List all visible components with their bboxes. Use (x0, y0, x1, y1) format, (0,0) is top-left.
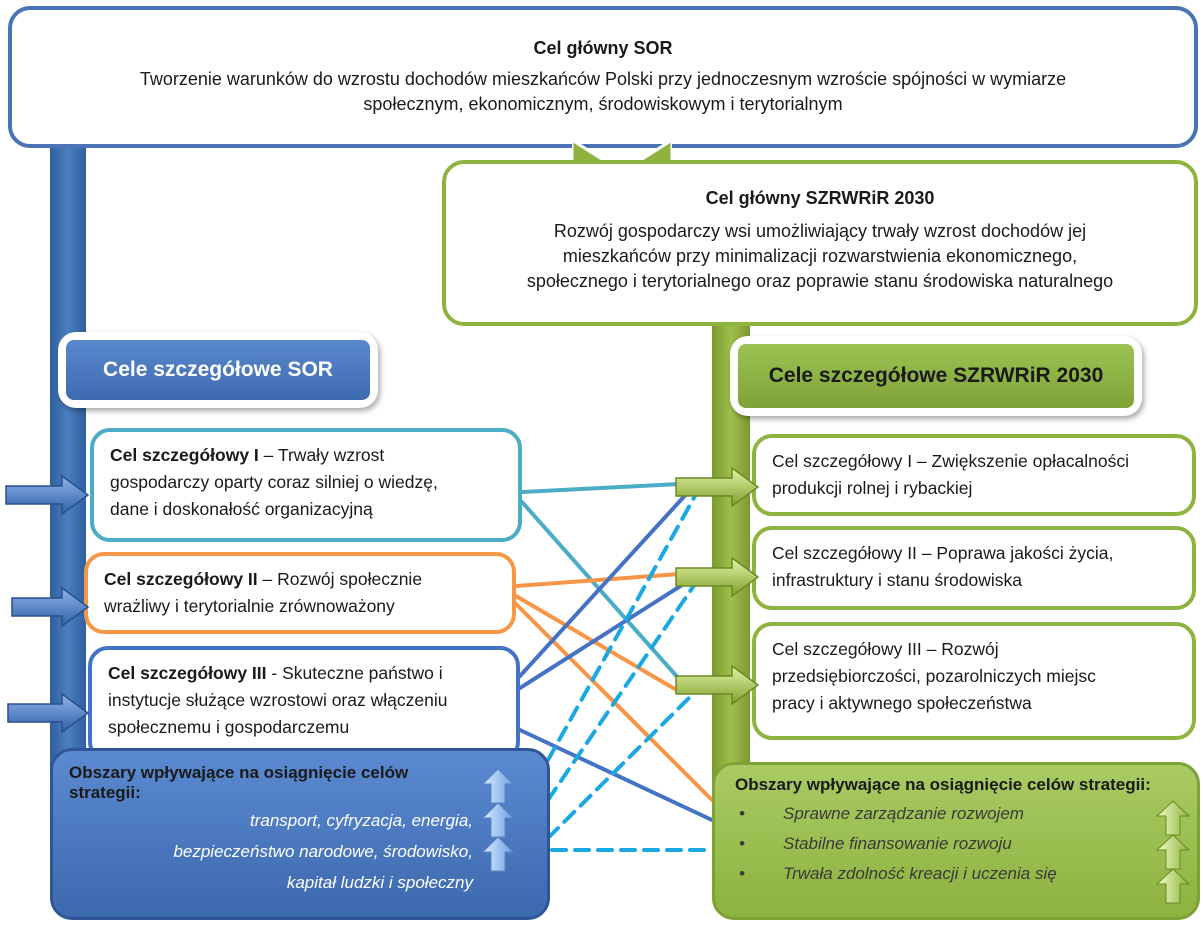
link-sor3-szr1 (518, 488, 692, 678)
szrwrir-areas-item-2-text: Stabilne finansowanie rozwoju (783, 834, 1012, 853)
szrwrir-areas-colon: : (1145, 775, 1151, 794)
szrwrir-goal-1: Cel szczegółowy I – Zwiększenie opłacaln… (752, 434, 1196, 516)
sor-goal-2: Cel szczegółowy II – Rozwój społecznie w… (84, 552, 516, 634)
sor-areas-line3: kapitał ludzki i społeczny (286, 873, 473, 892)
sor-goal-3-text2: instytucje służące wzrostowi oraz włącze… (108, 690, 448, 710)
blue-arrow-right-icon (7, 692, 90, 734)
szrwrir-areas-item-3: • Trwała zdolność kreacji i uczenia się (735, 859, 1185, 889)
sor-goal-2-text1: Rozwój społecznie (277, 569, 423, 589)
sor-goal-3-sep: - (266, 663, 283, 683)
szrwrir-areas-item-1: • Sprawne zarządzanie rozwojem (735, 799, 1185, 829)
blue-arrow-up-icon (482, 802, 514, 838)
sor-goal-1: Cel szczegółowy I – Trwały wzrost gospod… (90, 428, 522, 542)
szrwrir-specific-header: Cele szczegółowe SZRWRiR 2030 (730, 336, 1142, 416)
green-arrow-right-icon (675, 664, 760, 706)
main-goal-szrwrir-line1: Rozwój gospodarczy wsi umożliwiający trw… (553, 221, 1087, 241)
blue-arrow-up-icon (482, 768, 514, 804)
sor-areas-title: Obszary wpływające na osiągnięcie celów … (69, 763, 409, 802)
sor-goal-1-text1: Trwały wzrost (277, 445, 385, 465)
green-arrow-up-icon (1156, 834, 1190, 870)
szrwrir-areas-title-row: Obszary wpływające na osiągnięcie celów … (735, 775, 1185, 795)
dashed-link-areas-szr3 (546, 690, 697, 840)
blue-arrow-up-icon (482, 836, 514, 872)
green-arrow-up-icon (1156, 800, 1190, 836)
szrwrir-goal-1-line2: produkcji rolnej i rybackiej (772, 478, 973, 498)
sor-goal-3-text3: społecznemu i gospodarczemu (108, 717, 350, 737)
sor-areas-colon: : (135, 783, 141, 802)
szrwrir-goal-2-line1: Cel szczegółowy II – Poprawa jakości życ… (772, 543, 1114, 563)
green-arrow-right-icon (675, 556, 760, 598)
sor-specific-header: Cele szczegółowe SOR (58, 332, 378, 408)
sor-specific-header-label: Cele szczegółowe SOR (66, 340, 370, 400)
sor-goal-2-sep: – (257, 569, 278, 589)
main-goal-sor-line2: społecznym, ekonomicznym, środowiskowym … (363, 94, 843, 114)
blue-arrow-right-icon (5, 474, 90, 516)
szrwrir-goal-3-line1: Cel szczegółowy III – Rozwój (772, 639, 999, 659)
sor-goal-1-label: Cel szczegółowy I (110, 445, 259, 465)
sor-areas-box: Obszary wpływające na osiągnięcie celów … (50, 748, 550, 920)
sor-goal-3: Cel szczegółowy III - Skuteczne państwo … (88, 646, 520, 762)
sor-goal-3-text1: Skuteczne państwo i (282, 663, 443, 683)
szrwrir-areas-item-2: • Stabilne finansowanie rozwoju (735, 829, 1185, 859)
sor-areas-line2: bezpieczeństwo narodowe, środowisko, (173, 842, 473, 861)
sor-areas-line1: transport, cyfryzacja, energia, (250, 811, 473, 830)
sor-goal-1-text2: gospodarczy oparty coraz silniej o wiedz… (110, 472, 438, 492)
szrwrir-areas-box: Obszary wpływające na osiągnięcie celów … (712, 762, 1200, 920)
sor-goal-2-label: Cel szczegółowy II (104, 569, 258, 589)
main-goal-sor-title: Cel główny SOR (533, 38, 673, 58)
szrwrir-goal-3-line2: przedsiębiorczości, pozarolniczych miejs… (772, 666, 1096, 686)
green-arrow-up-icon (1156, 868, 1190, 904)
main-goal-szrwrir-line3: społecznego i terytorialnego oraz popraw… (526, 271, 1114, 291)
dashed-link-areas-szr2 (546, 582, 697, 802)
sor-goal-2-text2: wrażliwy i terytorialnie zrównoważony (104, 596, 395, 616)
bullet-icon: • (739, 864, 745, 883)
main-goal-sor-line1: Tworzenie warunków do wzrostu dochodów m… (139, 69, 1067, 89)
szrwrir-specific-header-label: Cele szczegółowe SZRWRiR 2030 (738, 344, 1134, 408)
sor-goal-1-sep: – (258, 445, 278, 465)
szrwrir-areas-item-3-text: Trwała zdolność kreacji i uczenia się (783, 864, 1057, 883)
main-goal-szrwrir-title: Cel główny SZRWRiR 2030 (705, 188, 935, 208)
szrwrir-goal-2-line2: infrastruktury i stanu środowiska (772, 570, 1022, 590)
szrwrir-goal-3: Cel szczegółowy III – Rozwój przedsiębio… (752, 622, 1196, 740)
szrwrir-goal-2: Cel szczegółowy II – Poprawa jakości życ… (752, 526, 1196, 610)
szrwrir-areas-item-1-text: Sprawne zarządzanie rozwojem (783, 804, 1024, 823)
dashed-link-areas-szr1 (546, 494, 697, 762)
szrwrir-goal-3-line3: pracy i aktywnego społeczeństwa (772, 693, 1032, 713)
main-goal-szrwrir-box: Cel główny SZRWRiR 2030 Rozwój gospodarc… (442, 160, 1198, 326)
blue-arrow-right-icon (11, 586, 90, 628)
main-goal-sor-box: Cel główny SOR Tworzenie warunków do wzr… (8, 6, 1198, 148)
main-goal-szrwrir-line2: mieszkańców przy minimalizacji rozwarstw… (562, 246, 1078, 266)
sor-areas-title-row: Obszary wpływające na osiągnięcie celów … (65, 763, 473, 803)
green-arrow-right-icon (675, 466, 760, 508)
sor-goal-1-text3: dane i doskonałość organizacyjną (110, 499, 373, 519)
link-sor3-szr2 (518, 578, 692, 690)
szrwrir-areas-title: Obszary wpływające na osiągnięcie celów … (735, 775, 1146, 794)
bullet-icon: • (739, 834, 745, 853)
link-sor1-szr1 (520, 482, 682, 494)
link-sor2-szr2 (514, 572, 682, 588)
sor-vertical-bar (50, 140, 86, 780)
sor-goal-3-label: Cel szczegółowy III (108, 663, 267, 683)
link-sor2-szr3 (514, 594, 682, 694)
bullet-icon: • (739, 804, 745, 823)
link-sor1-szr3 (520, 500, 682, 682)
link-sor3-areas (518, 728, 714, 822)
szrwrir-goal-1-line1: Cel szczegółowy I – Zwiększenie opłacaln… (772, 451, 1129, 471)
